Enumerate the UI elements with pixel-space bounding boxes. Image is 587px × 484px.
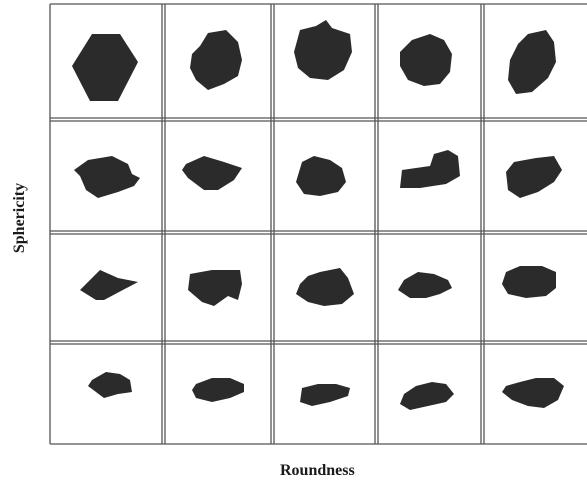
grain-r2-c1: [74, 156, 140, 198]
grain-r1-c2: [190, 30, 242, 90]
grain-r4-c1: [88, 372, 132, 398]
grain-r1-c1: [72, 34, 138, 101]
grain-r3-c2: [188, 270, 242, 306]
grain-r2-c2: [182, 156, 242, 190]
x-axis-label: Roundness: [280, 462, 355, 480]
grain-r2-c3: [296, 156, 346, 196]
grain-r3-c3: [296, 268, 354, 306]
grain-r4-c5: [502, 378, 564, 408]
grain-r1-c5: [508, 30, 556, 94]
y-axis-label: Sphericity: [11, 183, 29, 253]
grain-r3-c4: [398, 272, 452, 298]
grain-r2-c4: [400, 150, 460, 188]
grain-r1-c4: [400, 34, 452, 86]
grain-r4-c2: [192, 378, 244, 402]
grain-r1-c3: [294, 20, 352, 80]
grain-r4-c4: [400, 382, 454, 410]
grain-r3-c5: [502, 266, 556, 298]
grain-r2-c5: [506, 156, 562, 198]
grain-r4-c3: [300, 384, 350, 406]
grain-r3-c1: [80, 270, 138, 300]
